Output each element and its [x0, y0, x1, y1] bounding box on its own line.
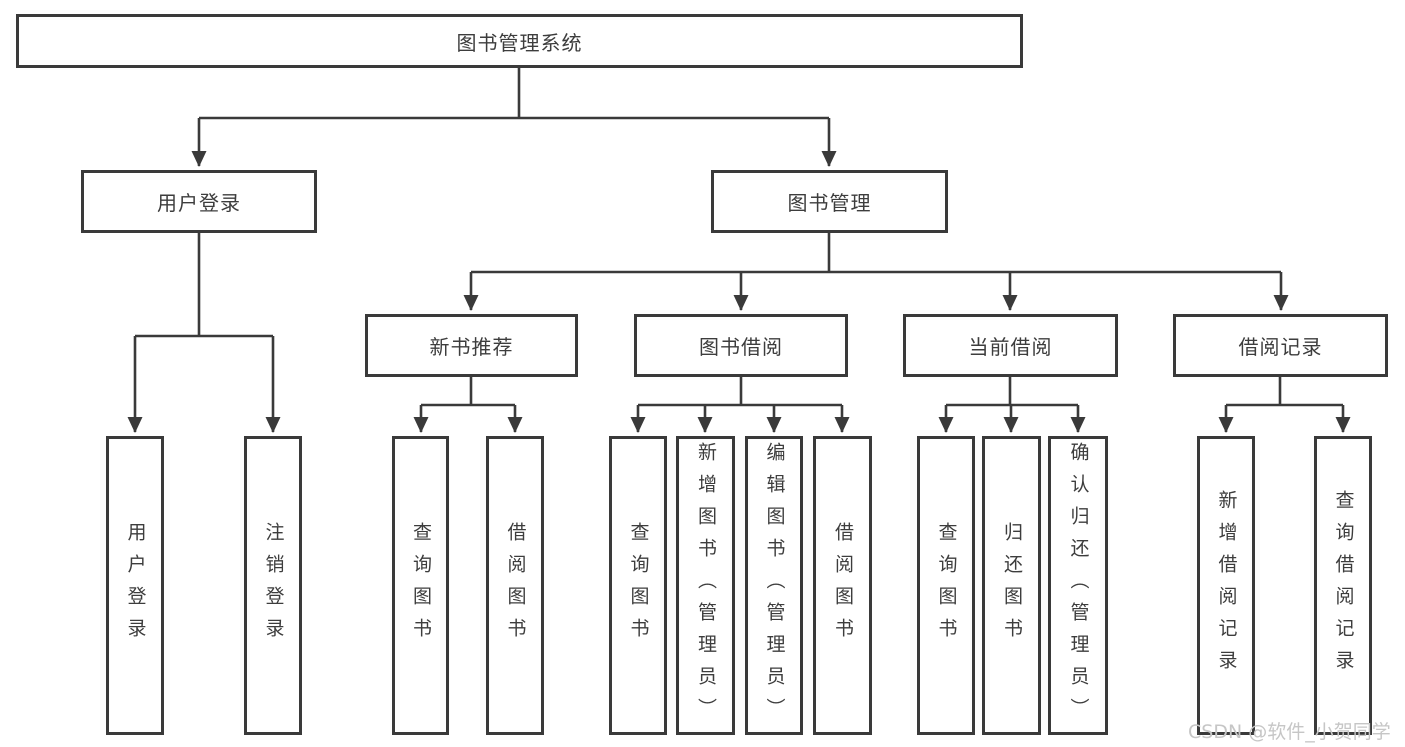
connector-book-management-split: [463, 233, 1289, 311]
node-new-book-recommend: 新书推荐: [365, 314, 578, 377]
node-leaf-add-borrow-record-label: 新增借阅记录: [1215, 489, 1238, 682]
connector-root-split: [191, 67, 837, 167]
node-leaf-user-login-label: 用户登录: [124, 521, 147, 650]
node-leaf-confirm-return-admin: 确认归还（管理员）: [1048, 436, 1108, 735]
node-book-borrow-label: 图书借阅: [699, 335, 783, 359]
node-leaf-confirm-return-admin-label: 确认归还（管理员）: [1067, 441, 1090, 730]
node-leaf-search-borrow-record: 查询借阅记录: [1314, 436, 1372, 735]
node-root-system: 图书管理系统: [16, 14, 1023, 68]
node-leaf-search-books-recommend: 查询图书: [392, 436, 449, 735]
node-leaf-add-borrow-record: 新增借阅记录: [1197, 436, 1255, 735]
node-root-system-label: 图书管理系统: [456, 30, 583, 55]
node-new-book-recommend-label: 新书推荐: [429, 335, 514, 359]
node-leaf-search-books-label: 查询图书: [627, 521, 650, 650]
node-leaf-return-books-label: 归还图书: [1001, 521, 1023, 650]
node-leaf-search-books-current-label: 查询图书: [935, 521, 958, 650]
node-leaf-return-books: 归还图书: [982, 436, 1041, 735]
connector-book-borrow-split: [630, 377, 850, 433]
node-book-management: 图书管理: [711, 170, 948, 233]
node-leaf-borrow-books: 借阅图书: [813, 436, 872, 735]
connector-borrow-record-split: [1218, 377, 1351, 433]
node-book-borrow: 图书借阅: [634, 314, 848, 377]
node-leaf-borrow-books-recommend: 借阅图书: [486, 436, 544, 735]
node-leaf-borrow-books-label: 借阅图书: [832, 521, 854, 650]
node-current-borrow-label: 当前借阅: [968, 335, 1053, 359]
node-borrow-record: 借阅记录: [1173, 314, 1388, 377]
connector-current-borrow-split: [938, 377, 1086, 433]
node-book-management-label: 图书管理: [787, 191, 872, 215]
connector-user-login-split: [127, 233, 281, 433]
node-user-login: 用户登录: [81, 170, 317, 233]
node-user-login-label: 用户登录: [157, 191, 241, 215]
node-leaf-search-books: 查询图书: [609, 436, 667, 735]
node-leaf-add-books-admin-label: 新增图书（管理员）: [695, 441, 717, 730]
node-borrow-record-label: 借阅记录: [1238, 335, 1323, 359]
csdn-watermark: CSDN @软件_小贺同学: [1188, 721, 1391, 743]
node-leaf-user-login: 用户登录: [106, 436, 164, 735]
node-leaf-add-books-admin: 新增图书（管理员）: [676, 436, 735, 735]
node-leaf-logout: 注销登录: [244, 436, 302, 735]
connector-new-book-split: [413, 377, 523, 433]
node-leaf-search-books-recommend-label: 查询图书: [410, 521, 432, 650]
node-leaf-edit-books-admin-label: 编辑图书（管理员）: [763, 441, 786, 730]
node-leaf-borrow-books-recommend-label: 借阅图书: [504, 521, 527, 650]
node-leaf-edit-books-admin: 编辑图书（管理员）: [745, 436, 803, 735]
node-leaf-logout-label: 注销登录: [262, 521, 285, 650]
node-leaf-search-borrow-record-label: 查询借阅记录: [1332, 489, 1355, 682]
node-leaf-search-books-current: 查询图书: [917, 436, 975, 735]
node-current-borrow: 当前借阅: [903, 314, 1118, 377]
